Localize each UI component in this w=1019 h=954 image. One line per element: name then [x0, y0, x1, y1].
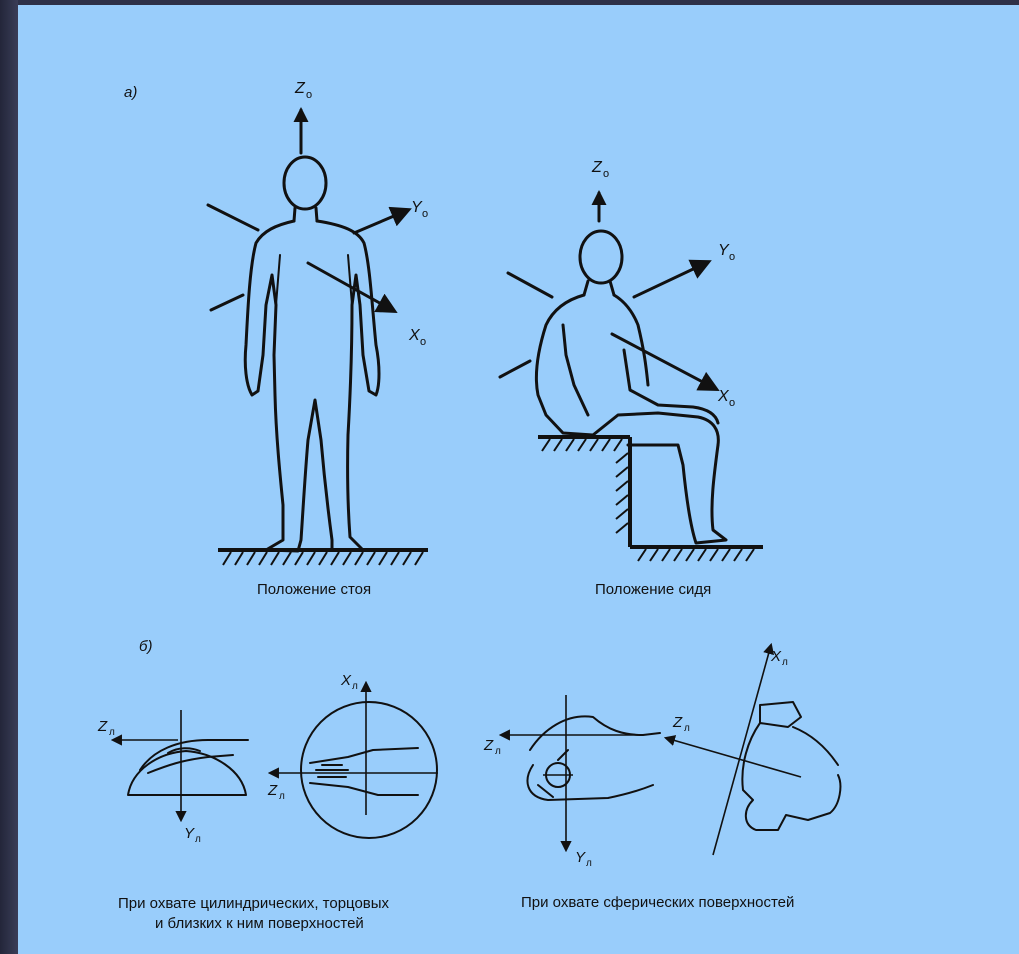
svg-text:о: о	[729, 397, 735, 409]
cylindrical-side-labels: Z л Y л	[97, 718, 201, 845]
spherical-grip-rotated	[666, 645, 840, 855]
svg-text:о: о	[603, 168, 609, 180]
spherical-side-labels: Z л Y л	[483, 737, 592, 869]
cylindrical-caption-line2: и близких к ним поверхностей	[155, 915, 364, 932]
sitting-chair	[538, 437, 763, 561]
svg-text:Z: Z	[267, 782, 278, 799]
svg-text:о: о	[729, 251, 735, 263]
standing-figure	[245, 157, 379, 551]
panel-a-label: а)	[124, 84, 137, 101]
cylindrical-grip-side	[113, 710, 248, 820]
svg-text:о: о	[422, 208, 428, 220]
cylindrical-caption-line1: При охвате цилиндрических, торцовых	[118, 895, 390, 912]
spherical-rotated-labels: X л Z л	[672, 648, 788, 734]
svg-text:о: о	[306, 89, 312, 101]
svg-text:Z: Z	[483, 737, 494, 754]
svg-text:л: л	[195, 834, 201, 845]
svg-text:Y: Y	[575, 849, 586, 866]
panel-b-label: б)	[139, 638, 152, 655]
svg-text:Z: Z	[591, 159, 603, 176]
svg-text:л: л	[109, 727, 115, 738]
spherical-caption: При охвате сферических поверхностей	[521, 894, 794, 911]
spherical-grip-side	[501, 695, 660, 850]
svg-text:о: о	[420, 336, 426, 348]
svg-text:Y: Y	[184, 825, 195, 842]
svg-text:л: л	[279, 791, 285, 802]
svg-text:X: X	[770, 648, 782, 665]
svg-text:л: л	[352, 681, 358, 692]
svg-text:л: л	[782, 657, 788, 668]
standing-axes	[208, 110, 408, 311]
diagram-canvas: а) Z о Y	[18, 5, 1019, 954]
standing-caption: Положение стоя	[257, 581, 371, 598]
cylindrical-grip-end	[270, 683, 438, 838]
window-edge-bar	[0, 0, 18, 954]
svg-text:л: л	[684, 723, 690, 734]
svg-text:Z: Z	[672, 714, 683, 731]
slide-panel: а) Z о Y	[18, 5, 1019, 954]
sitting-axes	[500, 193, 716, 389]
svg-text:Z: Z	[294, 80, 306, 97]
svg-text:X: X	[340, 672, 352, 689]
sitting-caption: Положение сидя	[595, 581, 711, 598]
svg-text:л: л	[586, 858, 592, 869]
svg-text:Z: Z	[97, 718, 108, 735]
svg-text:л: л	[495, 746, 501, 757]
standing-ground	[218, 550, 428, 565]
